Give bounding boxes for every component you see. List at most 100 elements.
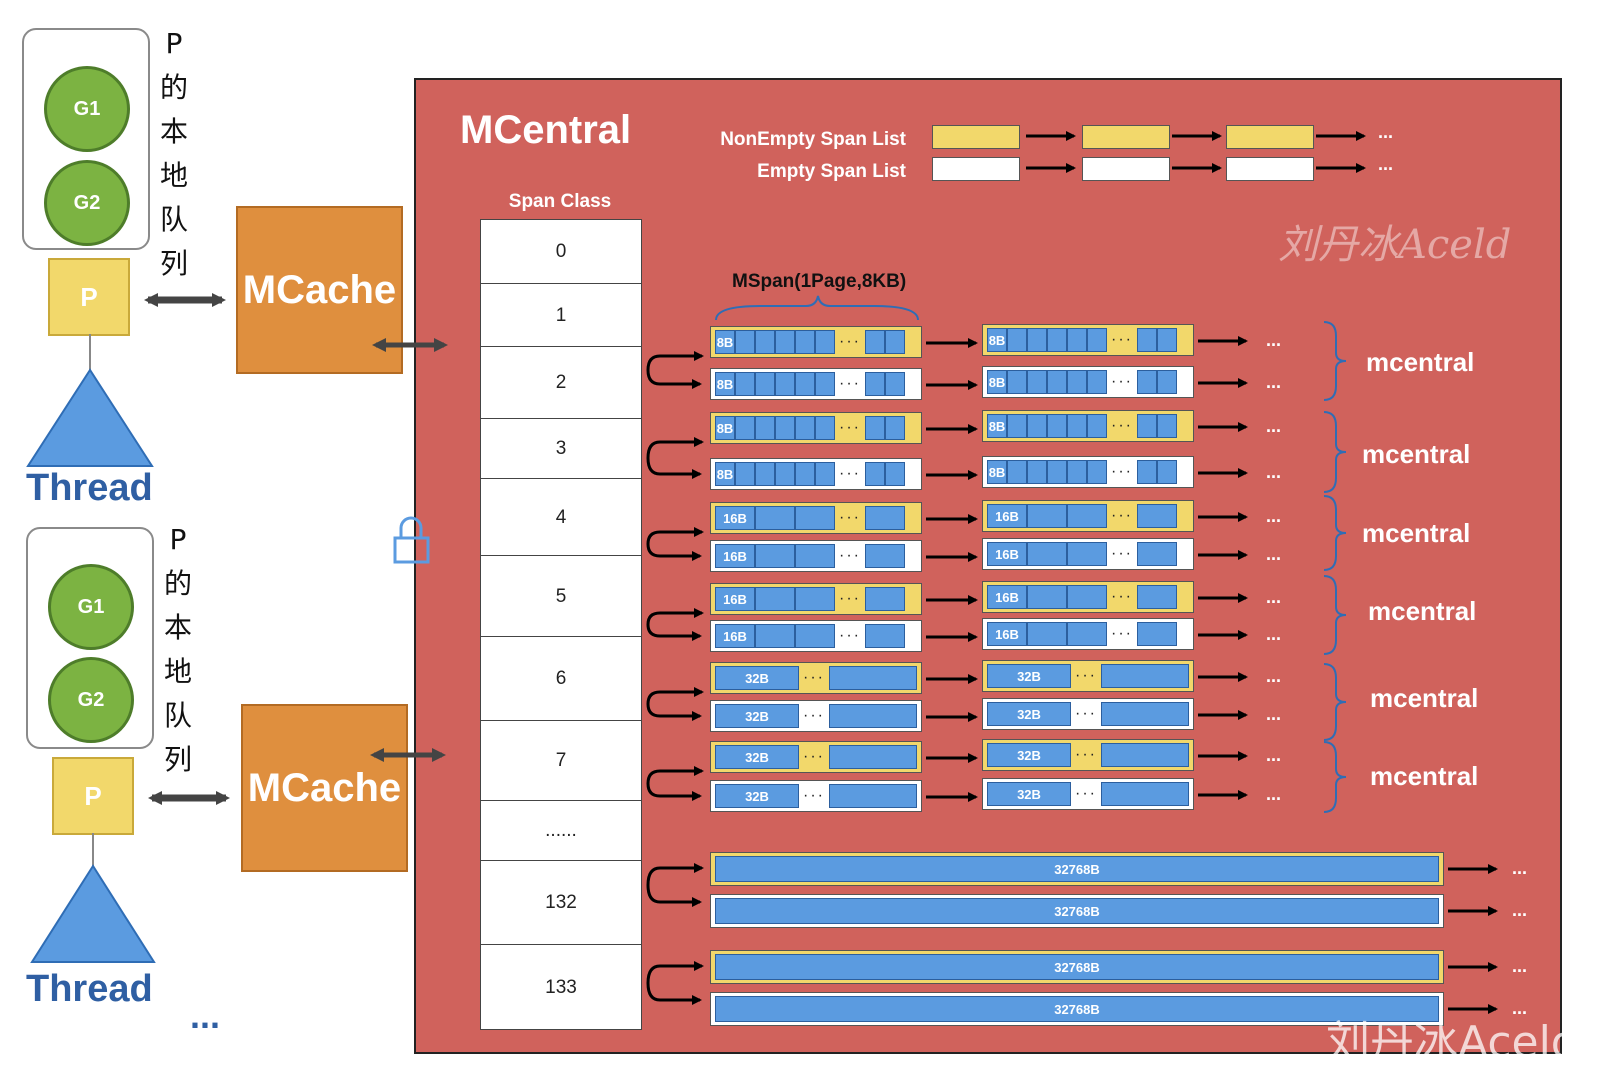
mspan-label: MSpan(1Page,8KB) <box>732 271 907 292</box>
nonempty-span-box <box>1226 125 1314 149</box>
nonempty-span-box <box>932 125 1020 149</box>
mspan-empty: 8B··· <box>710 368 922 400</box>
object-slot <box>1156 328 1177 352</box>
list-more: ... <box>1266 624 1282 644</box>
object-slot <box>1100 702 1189 726</box>
object-slot: 32768B <box>715 856 1439 882</box>
ellipsis-dots: ··· <box>1111 463 1133 480</box>
object-slot <box>1156 460 1177 484</box>
ellipsis-dots: ··· <box>839 627 861 644</box>
object-slot <box>828 666 917 690</box>
object-slot <box>1067 328 1087 352</box>
legend-more: ... <box>1378 122 1394 142</box>
object-slot: 16B <box>987 622 1027 646</box>
object-slot <box>815 372 835 396</box>
object-slot <box>815 462 835 486</box>
mspan-empty: 32768B <box>710 992 1444 1026</box>
ellipsis-dots: ··· <box>839 375 861 392</box>
object-slot <box>755 462 775 486</box>
object-slot: 8B <box>987 328 1007 352</box>
thread-m2-triangle <box>30 864 156 963</box>
empty-legend-label: Empty Span List <box>757 161 906 182</box>
nonempty-span-box <box>1082 125 1170 149</box>
span-class-column: 0 1 2 3 4 5 6 7 ...... 132 133 <box>480 219 642 1030</box>
mspan-nonempty: 8B··· <box>982 410 1194 442</box>
object-slot <box>864 624 905 648</box>
empty-span-box <box>932 157 1020 181</box>
span-class-cell: 6 <box>481 636 641 721</box>
object-slot <box>735 462 755 486</box>
span-class-header: Span Class <box>508 191 612 212</box>
goroutine-g1: G1 <box>44 66 130 152</box>
mspan-nonempty: 16B··· <box>982 581 1194 613</box>
object-slot <box>1007 460 1027 484</box>
list-more: ... <box>1266 462 1282 482</box>
object-slot <box>1156 370 1177 394</box>
object-slot <box>1136 460 1157 484</box>
goroutine-g1: G1 <box>48 564 134 650</box>
ellipsis-dots: ··· <box>839 419 861 436</box>
object-slot <box>1100 664 1189 688</box>
object-slot <box>1136 504 1177 528</box>
ellipsis-dots: ··· <box>839 590 861 607</box>
mspan-empty: 16B··· <box>710 540 922 572</box>
object-slot <box>1067 585 1107 609</box>
mcentral-label: mcentral <box>1362 518 1471 548</box>
object-slot <box>864 462 885 486</box>
mspan-nonempty: 32B··· <box>982 660 1194 692</box>
object-slot: 32768B <box>715 954 1439 980</box>
object-slot <box>828 784 917 808</box>
empty-span-box <box>1226 157 1314 181</box>
object-slot: 32B <box>987 782 1071 806</box>
object-slot <box>1027 460 1047 484</box>
object-slot <box>1027 328 1047 352</box>
object-slot <box>884 330 905 354</box>
object-slot: 32768B <box>715 996 1439 1022</box>
mcache-box: MCache <box>236 206 403 374</box>
object-slot: 32B <box>715 784 799 808</box>
span-class-cell: 133 <box>481 944 641 1030</box>
mcentral-label: mcentral <box>1368 596 1477 626</box>
processor-p: P <box>52 757 134 835</box>
object-slot <box>1027 370 1047 394</box>
thread-label: Thread <box>26 467 153 509</box>
object-slot <box>1100 782 1189 806</box>
object-slot <box>884 462 905 486</box>
object-slot <box>1047 414 1067 438</box>
object-slot <box>775 462 795 486</box>
object-slot <box>1136 542 1177 566</box>
lock-icon <box>393 516 430 564</box>
object-slot <box>1100 743 1189 767</box>
object-slot <box>775 372 795 396</box>
list-more: ... <box>1266 784 1282 804</box>
object-slot <box>1087 460 1107 484</box>
mspan-nonempty: 8B··· <box>710 326 922 358</box>
object-slot <box>795 624 835 648</box>
object-slot <box>1067 460 1087 484</box>
list-more: ... <box>1512 956 1528 976</box>
object-slot: 8B <box>987 460 1007 484</box>
object-slot <box>1136 622 1177 646</box>
object-slot <box>864 587 905 611</box>
object-slot <box>795 330 815 354</box>
mspan-nonempty: 32B··· <box>710 741 922 773</box>
mspan-nonempty: 16B··· <box>710 502 922 534</box>
nonempty-legend-label: NonEmpty Span List <box>720 129 906 150</box>
span-class-cell: 3 <box>481 418 641 479</box>
object-slot <box>1027 622 1067 646</box>
object-slot <box>1087 328 1107 352</box>
object-slot: 16B <box>987 504 1027 528</box>
more-threads-ellipsis: ... <box>190 995 221 1036</box>
watermark: 刘丹冰Aceld <box>1278 222 1512 268</box>
object-slot <box>755 587 795 611</box>
object-slot <box>1087 370 1107 394</box>
mspan-empty: 32B··· <box>710 780 922 812</box>
mcache-box: MCache <box>241 704 408 872</box>
object-slot <box>1067 622 1107 646</box>
mspan-empty: 32B··· <box>982 698 1194 730</box>
mcentral-label: mcentral <box>1362 439 1471 469</box>
mspan-nonempty: 32768B <box>710 950 1444 984</box>
ellipsis-dots: ··· <box>803 748 825 765</box>
object-slot <box>1136 328 1157 352</box>
mspan-empty: 16B··· <box>710 620 922 652</box>
